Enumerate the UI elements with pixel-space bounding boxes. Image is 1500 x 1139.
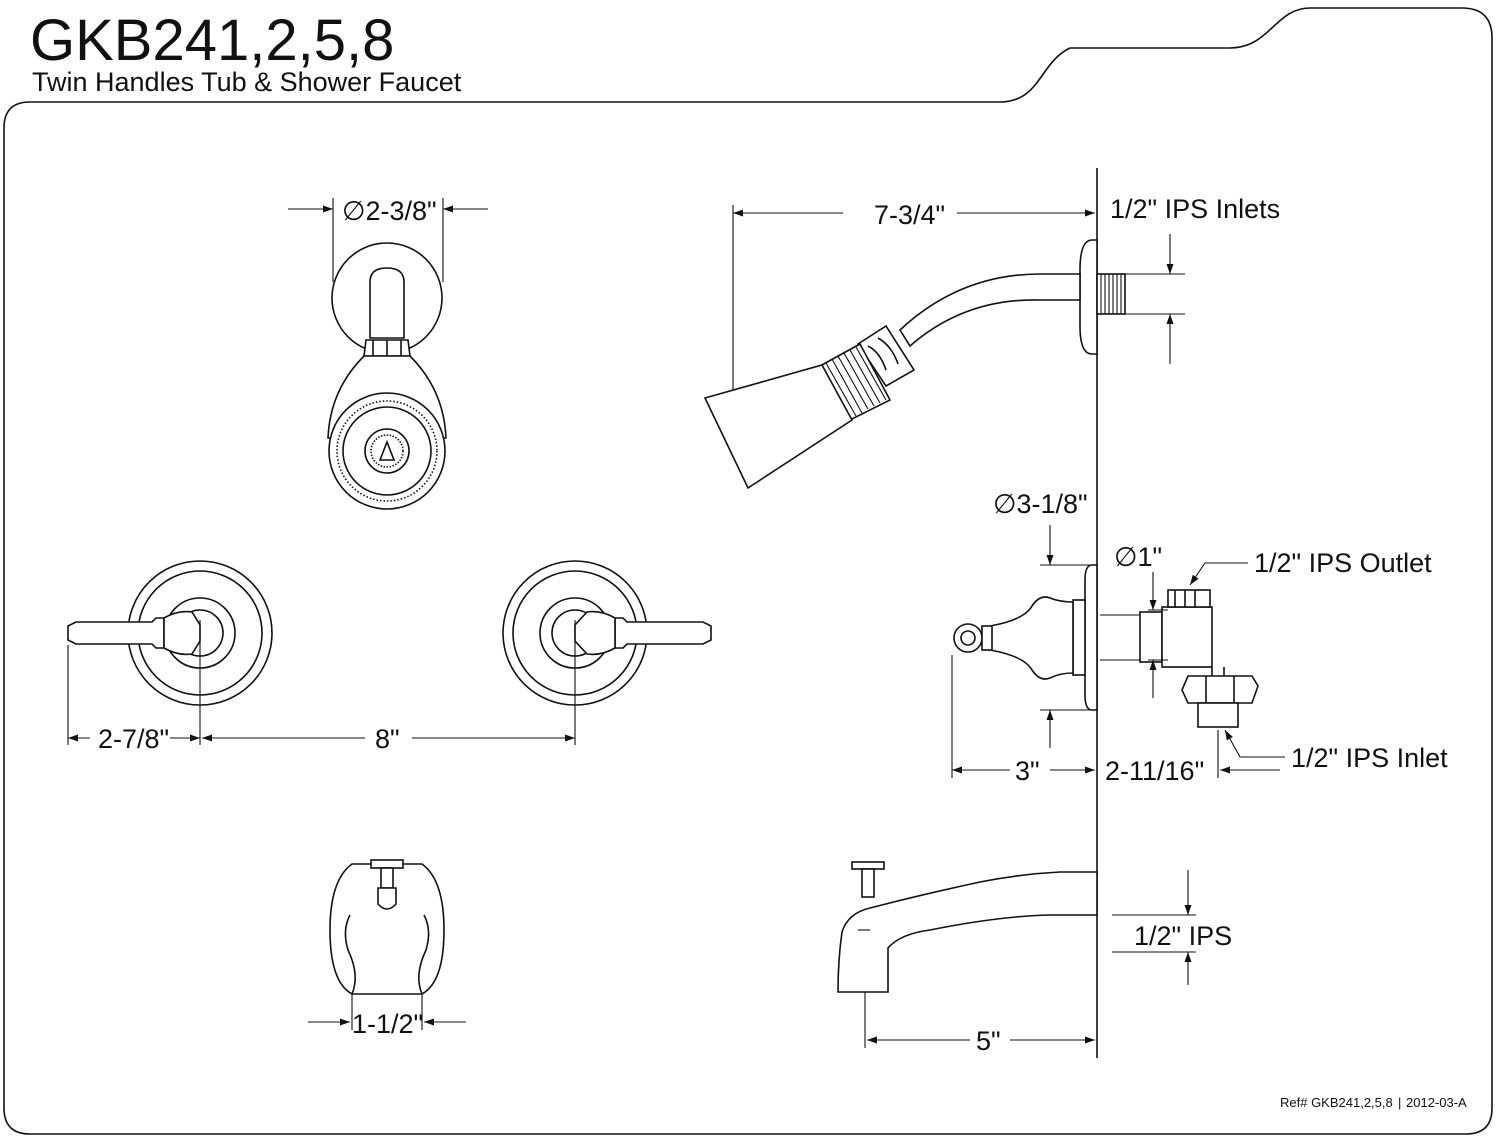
model-number: GKB241,2,5,8 [30, 8, 394, 73]
spout-front-view: 1-1/2" [308, 859, 466, 1039]
valve-depth-label: 3" [1015, 756, 1040, 786]
ips-inlet-label: 1/2" IPS Inlet [1291, 743, 1448, 773]
spout-length-label: 5" [976, 1026, 1001, 1056]
drawing-frame [3, 7, 1493, 1135]
handle-spacing-label: 8" [375, 724, 400, 754]
handles-front-view: 2-7/8" 8" [67, 560, 712, 754]
spout-width-label: 1-1/2" [352, 1009, 423, 1039]
ips-inlets-label: 1/2" IPS Inlets [1110, 194, 1280, 224]
product-subtitle: Twin Handles Tub & Shower Faucet [32, 67, 462, 97]
showerhead-front-view: ∅2-3/8" [288, 196, 488, 510]
valve-side-view: ∅3-1/8" ∅1" 1/2" IPS Outlet 1/2" IPS Inl… [951, 489, 1448, 786]
revision-date: 2012-03-A [1406, 1095, 1467, 1110]
handle-offset-label: 2-7/8" [98, 724, 169, 754]
arm-length-label: 7-3/4" [874, 200, 945, 230]
ips-outlet-label: 1/2" IPS Outlet [1254, 548, 1432, 578]
pipe-dia-label: ∅1" [1114, 542, 1162, 572]
spout-side-view: 5" 1/2" IPS [837, 861, 1232, 1056]
ref-number: Ref# GKB241,2,5,8 [1280, 1095, 1393, 1110]
ref-separator: | [1398, 1095, 1401, 1110]
escutcheon-dia-label: ∅3-1/8" [993, 489, 1088, 519]
reference-footer: Ref# GKB241,2,5,8 | 2012-03-A [1280, 1095, 1467, 1110]
spout-connection-label: 1/2" IPS [1134, 921, 1232, 951]
showerhead-dia-label: ∅2-3/8" [342, 196, 437, 226]
title-block: GKB241,2,5,8 Twin Handles Tub & Shower F… [30, 8, 462, 97]
valve-offset-label: 2-11/16" [1105, 756, 1204, 786]
showerhead-side-view: 7-3/4" 1/2" IPS Inlets [703, 194, 1280, 490]
